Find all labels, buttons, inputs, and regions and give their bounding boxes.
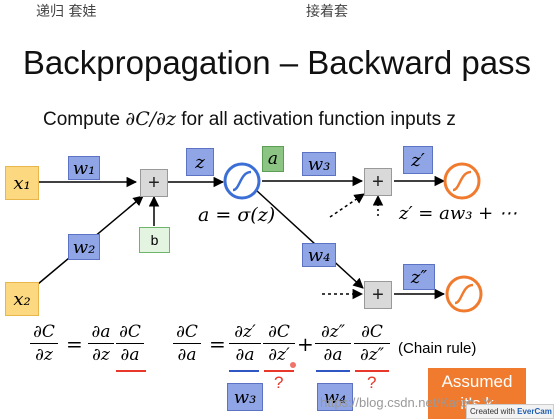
weight-w4-result: w₄ (317, 383, 353, 411)
sum-node-main: + (140, 169, 168, 197)
underline-blue-1 (229, 370, 259, 372)
weight-w2: w₂ (68, 234, 100, 260)
subtitle-prefix: Compute (43, 109, 126, 130)
eq-z-prime: z′ = aw₃ + ⋯ (399, 203, 517, 224)
assumed-line1: Assumed (441, 372, 513, 391)
frac-num: ∂z′ (234, 322, 256, 342)
label-z-prime: z′ (403, 146, 433, 174)
label-z-double-prime: z″ (403, 264, 435, 290)
equals-sign-2: = (209, 332, 226, 356)
sigmoid-node-bottom (445, 275, 483, 313)
frac-den: ∂a (323, 345, 343, 365)
frac-num: ∂z″ (320, 322, 346, 342)
header-left-text: 递归 套娃 (36, 4, 97, 20)
frac-den: ∂z′ (268, 345, 290, 365)
eq-a-sigma-z: a = σ(z) (198, 204, 276, 226)
bias-b: b (139, 227, 170, 253)
frac-dC-dzpp: ∂C ∂z″ (354, 322, 390, 365)
input-x1: x₁ (5, 166, 39, 200)
frac-den: ∂z (35, 345, 53, 365)
frac-num: ∂C (176, 322, 198, 342)
frac-dC-dz: ∂C ∂z (30, 322, 58, 365)
frac-dzp-da: ∂z′ ∂a (229, 322, 261, 365)
plus-sign: + (297, 332, 314, 356)
input-x2: x₂ (5, 282, 39, 316)
sigmoid-node-main (223, 162, 261, 200)
frac-num: ∂C (33, 322, 55, 342)
sum-node-top: + (364, 168, 392, 196)
watermark-url: https://blog.csdn.net/Karen_Yu (320, 395, 498, 410)
equals-sign-1: = (66, 332, 83, 356)
chain-rule-label: (Chain rule) (398, 340, 477, 357)
question-mark-2: ? (367, 373, 377, 392)
subtitle-formula: ∂C/∂z (125, 108, 176, 130)
weight-w3: w₃ (302, 152, 336, 176)
underline-blue-2 (316, 370, 350, 372)
sigmoid-node-top (443, 162, 481, 200)
frac-den: ∂a (120, 345, 140, 365)
slide-subtitle: Compute ∂C/∂z for all activation functio… (43, 108, 456, 131)
frac-da-dz: ∂a ∂z (88, 322, 114, 365)
sum-node-bottom: + (364, 281, 392, 309)
edge-dashed-left-top (329, 193, 365, 218)
edge-sigmoid-plus-bottom (255, 189, 364, 289)
underline-red-3 (355, 370, 389, 372)
frac-dC-da-2: ∂C ∂a (173, 322, 201, 365)
frac-num: ∂a (91, 322, 111, 342)
question-mark-1: ? (274, 373, 284, 392)
frac-den: ∂a (235, 345, 255, 365)
frac-num: ∂C (361, 322, 383, 342)
sigmoid-curve-bottom (454, 283, 474, 305)
subtitle-suffix: for all activation function inputs z (175, 109, 456, 130)
underline-red-2 (264, 370, 294, 372)
weight-w3-result: w₃ (227, 383, 263, 411)
evercam-brand: EverCam (517, 407, 552, 416)
sigmoid-curve-main (232, 170, 252, 192)
frac-dC-dzp: ∂C ∂z′ (263, 322, 295, 365)
underline-red-1 (116, 370, 146, 372)
frac-dC-da: ∂C ∂a (116, 322, 144, 365)
header-right-text: 接着套 (306, 4, 348, 20)
frac-num: ∂C (268, 322, 290, 342)
sigmoid-curve-top (452, 170, 472, 192)
cursor-dot (290, 362, 296, 368)
frac-num: ∂C (119, 322, 141, 342)
slide-title: Backpropagation – Backward pass (22, 44, 532, 81)
frac-den: ∂a (177, 345, 197, 365)
evercam-badge: Created with EverCam (466, 404, 554, 419)
evercam-prefix: Created with (470, 407, 518, 416)
weight-w1: w₁ (68, 156, 100, 180)
weight-w4: w₄ (302, 243, 336, 267)
label-a: a (262, 146, 284, 172)
label-z: z (186, 148, 214, 176)
frac-dzpp-da: ∂z″ ∂a (315, 322, 351, 365)
frac-den: ∂z (92, 345, 110, 365)
frac-den: ∂z″ (359, 345, 385, 365)
